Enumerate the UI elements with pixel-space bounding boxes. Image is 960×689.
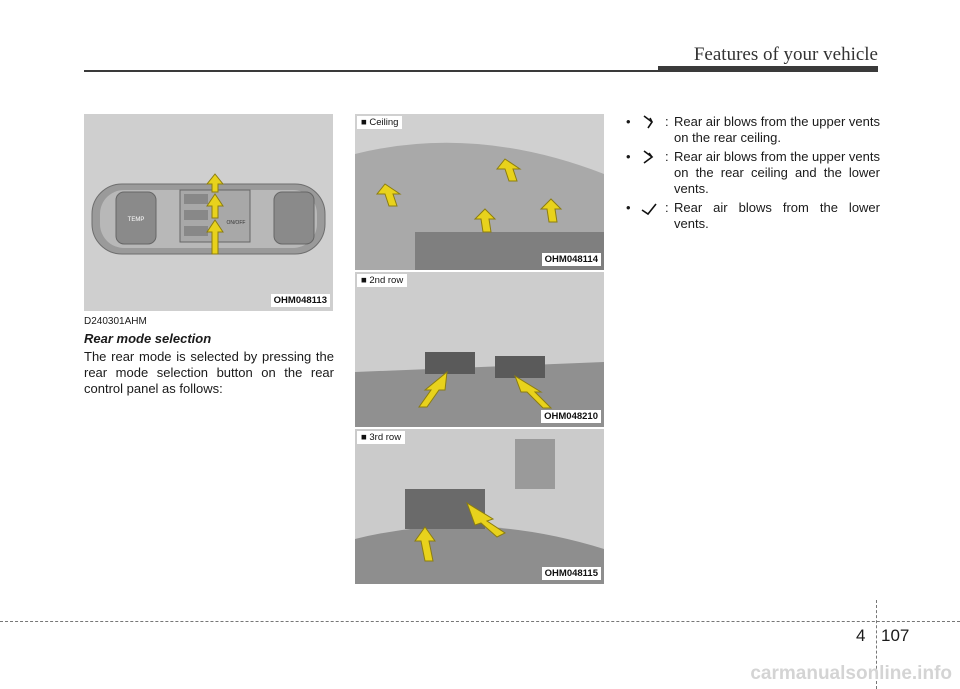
bi-level-vent-icon (643, 150, 654, 164)
ceiling-vents-figure: ■ Ceiling OHM048114 (355, 114, 604, 270)
bullet: • (626, 200, 631, 215)
mode-item-bilevel: • : Rear air blows from the upper vents … (624, 149, 880, 197)
section-subtitle: Rear mode selection (84, 331, 212, 346)
mode-description: Rear air blows from the upper vents on t… (674, 149, 880, 196)
second-row-vents-figure: ■ 2nd row OHM048210 (355, 272, 604, 427)
figure-label: ■ Ceiling (357, 116, 403, 129)
mode-item-lower: • : Rear air blows from the lower vents. (624, 200, 880, 232)
bullet: • (626, 114, 631, 129)
section-body: The rear mode is selected by pressing th… (84, 349, 334, 396)
section-code: D240301AHM (84, 316, 147, 327)
lower-vent-icon (641, 203, 657, 216)
figure-caption: OHM048115 (541, 567, 601, 580)
mode-description: Rear air blows from the lower vents. (674, 200, 880, 231)
page-header-title: Features of your vehicle (693, 44, 878, 65)
second-row-vents-illustration (355, 272, 604, 427)
colon: : (665, 114, 669, 129)
bullet: • (626, 149, 631, 164)
rear-control-panel-figure: TEMP ON/OFF OHM048113 (84, 114, 333, 311)
figure-label: ■ 3rd row (357, 431, 406, 444)
mode-description: Rear air blows from the upper vents on t… (674, 114, 880, 145)
footer-divider (876, 600, 877, 689)
figure-label: ■ 2nd row (357, 274, 408, 287)
page-chapter-number: 4 (856, 626, 866, 645)
colon: : (665, 200, 669, 215)
third-row-vents-figure: ■ 3rd row OHM048115 (355, 429, 604, 584)
third-row-vents-illustration (355, 429, 604, 584)
colon: : (665, 149, 669, 164)
upper-vent-icon (643, 115, 654, 129)
svg-text:ON/OFF: ON/OFF (227, 220, 246, 226)
figure-caption: OHM048114 (541, 253, 601, 266)
figure-caption: OHM048113 (270, 294, 330, 307)
footer-rule (0, 621, 960, 622)
mode-list: • : Rear air blows from the upper vents … (624, 114, 880, 235)
header-rule (84, 70, 878, 72)
page-number: 107 (881, 626, 910, 645)
ceiling-vents-illustration (355, 114, 604, 270)
figure-caption: OHM048210 (541, 410, 601, 423)
watermark: carmanualsonline.info (750, 663, 952, 684)
header-rule-accent (658, 66, 878, 72)
mode-item-upper: • : Rear air blows from the upper vents … (624, 114, 880, 146)
svg-text:TEMP: TEMP (128, 217, 145, 223)
rear-control-panel-illustration: TEMP ON/OFF (84, 114, 333, 311)
